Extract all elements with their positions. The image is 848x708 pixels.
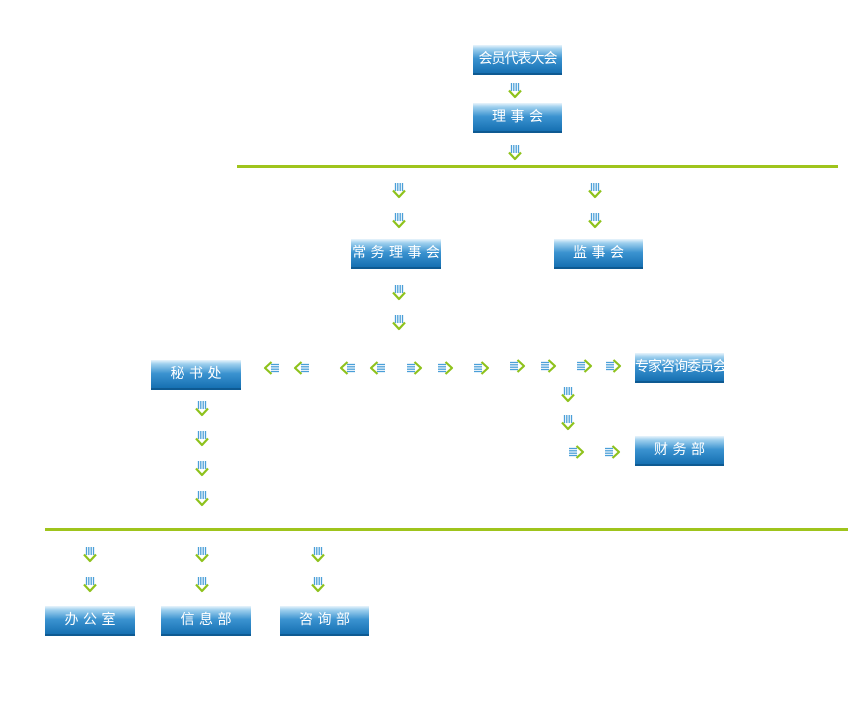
connector-line-bottom xyxy=(45,528,848,531)
arrow-down-icon xyxy=(561,387,575,403)
arrow-left-icon xyxy=(293,361,309,375)
arrow-down-icon xyxy=(195,577,209,593)
arrow-down-icon xyxy=(83,547,97,563)
arrow-right-icon xyxy=(474,361,490,375)
node-assembly: 会员代表大会 xyxy=(473,45,562,73)
arrow-right-icon xyxy=(407,361,423,375)
arrow-down-icon xyxy=(195,461,209,477)
node-info-dept: 信 息 部 xyxy=(161,606,251,634)
node-council: 理 事 会 xyxy=(473,103,562,131)
arrow-right-icon xyxy=(510,359,526,373)
node-expert-committee: 专家咨询委员会 xyxy=(635,353,724,381)
node-office: 办 公 室 xyxy=(45,606,135,634)
arrow-down-icon xyxy=(588,183,602,199)
arrow-down-icon xyxy=(508,83,522,99)
arrow-down-icon xyxy=(392,213,406,229)
arrow-down-icon xyxy=(508,145,522,161)
arrow-right-icon xyxy=(577,359,593,373)
node-standing-council: 常 务 理 事 会 xyxy=(351,239,441,267)
connector-line-top xyxy=(237,165,838,168)
arrow-left-icon xyxy=(263,361,279,375)
arrow-down-icon xyxy=(392,285,406,301)
arrow-down-icon xyxy=(311,547,325,563)
arrow-down-icon xyxy=(195,431,209,447)
node-supervisory-board: 监 事 会 xyxy=(554,239,643,267)
node-consulting-dept: 咨 询 部 xyxy=(280,606,369,634)
arrow-right-icon xyxy=(606,359,622,373)
node-finance-dept: 财 务 部 xyxy=(635,436,724,464)
arrow-right-icon xyxy=(569,445,585,459)
arrow-down-icon xyxy=(195,491,209,507)
arrow-down-icon xyxy=(195,547,209,563)
arrow-down-icon xyxy=(392,315,406,331)
arrow-left-icon xyxy=(369,361,385,375)
arrow-down-icon xyxy=(588,213,602,229)
arrow-left-icon xyxy=(339,361,355,375)
arrow-down-icon xyxy=(311,577,325,593)
arrow-right-icon xyxy=(438,361,454,375)
node-secretariat: 秘 书 处 xyxy=(151,360,241,388)
arrow-down-icon xyxy=(195,401,209,417)
arrow-down-icon xyxy=(392,183,406,199)
arrow-down-icon xyxy=(83,577,97,593)
arrow-right-icon xyxy=(605,445,621,459)
arrow-right-icon xyxy=(541,359,557,373)
arrow-down-icon xyxy=(561,415,575,431)
